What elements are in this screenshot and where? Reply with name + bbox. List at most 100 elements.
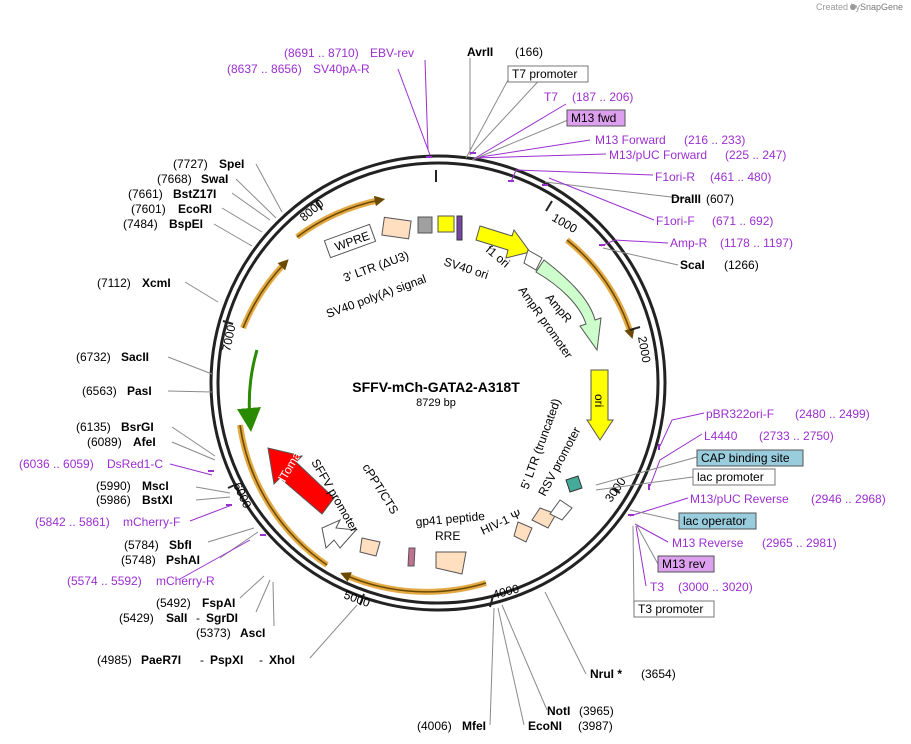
tick-6000: 6000 xyxy=(230,480,254,510)
primer-f1ori-r-pos: (461 .. 480) xyxy=(710,170,771,184)
primer-m13puc-reverse: M13/pUC Reverse xyxy=(690,492,789,506)
primer-m13puc-forward: M13/pUC Forward xyxy=(609,148,707,162)
site-asci-pos: (5373) xyxy=(196,626,231,640)
m13-fwd-label: M13 fwd xyxy=(571,111,616,125)
site-sali: SalI xyxy=(166,611,187,625)
site-xcmi-pos: (7112) xyxy=(97,276,131,290)
site-pshai-pos: (5748) xyxy=(121,553,156,567)
site-mfei: MfeI xyxy=(462,719,486,733)
gp41-feature xyxy=(407,547,416,567)
primer-t3-pos: (3000 .. 3020) xyxy=(678,580,753,594)
site-sacii: SacII xyxy=(121,350,149,364)
primer-t7-pos: (187 .. 206) xyxy=(572,90,633,104)
primer-mcherry-f-pos: (5842 .. 5861) xyxy=(35,515,110,529)
lac-operator-box xyxy=(678,512,757,530)
plasmid-size: 8729 bp xyxy=(416,397,456,409)
lac-promoter-label: lac promoter xyxy=(697,470,764,484)
primer-t7: T7 xyxy=(544,90,558,104)
plasmid-name: SFFV-mCh-GATA2-A318T xyxy=(352,379,520,395)
rsv-feature xyxy=(549,499,573,521)
lac-promoter-box xyxy=(692,468,776,486)
boxed-leaders xyxy=(465,79,698,609)
snapgene-logo-icon xyxy=(850,4,856,10)
site-noti: NotI xyxy=(547,704,570,718)
site-swai-pos: (7668) xyxy=(157,172,192,186)
site-leaders xyxy=(167,58,689,726)
site-ecori: EcoRI xyxy=(178,202,212,216)
site-econi-pos: (3987) xyxy=(578,719,613,733)
site-pasi: PasI xyxy=(127,384,152,398)
cap-binding-box xyxy=(696,449,804,467)
site-bspei: BspEI xyxy=(169,217,203,231)
site-nrui: NruI * xyxy=(590,667,622,681)
primer-m13-forward: M13 Forward xyxy=(595,133,666,147)
site-bsrgi: BsrGI xyxy=(121,420,154,434)
ampr-feature xyxy=(535,259,602,352)
site-afei: AfeI xyxy=(133,435,156,449)
site-sali-pos: (5429) xyxy=(119,611,154,625)
t7-promoter-box xyxy=(507,65,589,83)
primer-markers xyxy=(208,152,660,536)
site-paer7i-pos: (4985) xyxy=(97,653,132,667)
ltr5-feature xyxy=(531,507,557,529)
m13-rev-label: M13 rev xyxy=(662,557,705,571)
tick-marks xyxy=(222,170,641,608)
sgrdi-sep: - xyxy=(196,611,200,625)
site-scai: ScaI xyxy=(680,258,705,272)
site-sgrdi: SgrDI xyxy=(206,611,238,625)
primer-mcherry-r-pos: (5574 .. 5592) xyxy=(67,574,142,588)
site-fspai-pos: (5492) xyxy=(156,596,191,610)
site-econi: EcoNI xyxy=(528,719,562,733)
sv40pa-label: SV40 poly(A) signal xyxy=(324,272,428,321)
site-bstz17i: BstZ17I xyxy=(173,187,216,201)
dtomato-feature xyxy=(267,447,335,515)
site-swai: SwaI xyxy=(201,172,228,186)
site-draiii: DraIII xyxy=(671,192,701,206)
site-draiii-pos: (607) xyxy=(706,192,734,206)
sv40ori-feature xyxy=(437,215,455,233)
primer-sv40pa-r: SV40pA-R xyxy=(313,62,370,76)
primer-m13puc-forward-pos: (225 .. 247) xyxy=(725,148,786,162)
primer-f1ori-r: F1ori-R xyxy=(655,170,695,184)
credit-text: Created by xyxy=(816,2,861,12)
t7-promoter-label: T7 promoter xyxy=(512,67,577,81)
cap-binding-label: CAP binding site xyxy=(701,451,790,465)
site-avrii-pos: (166) xyxy=(515,45,543,59)
tick-1000: 1000 xyxy=(550,210,580,236)
rre-feature xyxy=(435,551,467,575)
primer-ebv-rev: EBV-rev xyxy=(370,46,414,60)
site-avrii: AvrII xyxy=(467,45,493,59)
pspxi-sep: - xyxy=(200,653,204,667)
primer-t3: T3 xyxy=(650,580,664,594)
f1ori-feature xyxy=(475,225,531,259)
wpre-label-box xyxy=(323,223,377,259)
rre-label: RRE xyxy=(435,529,460,543)
tick-7000: 7000 xyxy=(219,323,238,352)
site-paer7i: PaeR7I xyxy=(141,653,181,667)
cap-feature xyxy=(565,475,583,493)
site-afei-pos: (6089) xyxy=(87,435,122,449)
primer-amp-r-pos: (1178 .. 1197) xyxy=(720,236,793,250)
t3-promoter-label: T3 promoter xyxy=(638,602,703,616)
site-scai-pos: (1266) xyxy=(724,258,759,272)
primer-leaders xyxy=(169,59,705,587)
sv40pa-feature xyxy=(417,216,433,234)
site-bstxi: BstXI xyxy=(142,493,173,507)
ori-feature xyxy=(586,369,614,441)
m13-fwd-box xyxy=(566,109,626,127)
ori-label: ori xyxy=(592,394,606,407)
gp41-label: gp41 peptide xyxy=(415,509,486,529)
primer-amp-r: Amp-R xyxy=(670,236,708,250)
site-asci: AscI xyxy=(240,626,265,640)
tick-2000: 2000 xyxy=(635,335,653,364)
ampr-promoter-feature xyxy=(523,249,543,271)
wpre-feature xyxy=(381,216,412,240)
site-spei-pos: (7727) xyxy=(173,157,208,171)
site-noti-pos: (3965) xyxy=(579,704,614,718)
primer-f1ori-f-pos: (671 .. 692) xyxy=(712,214,773,228)
site-nrui-pos: (3654) xyxy=(641,667,676,681)
primer-m13-reverse: M13 Reverse xyxy=(672,536,744,550)
tick-4000: 4000 xyxy=(491,581,521,602)
backbone-inner xyxy=(216,161,660,605)
